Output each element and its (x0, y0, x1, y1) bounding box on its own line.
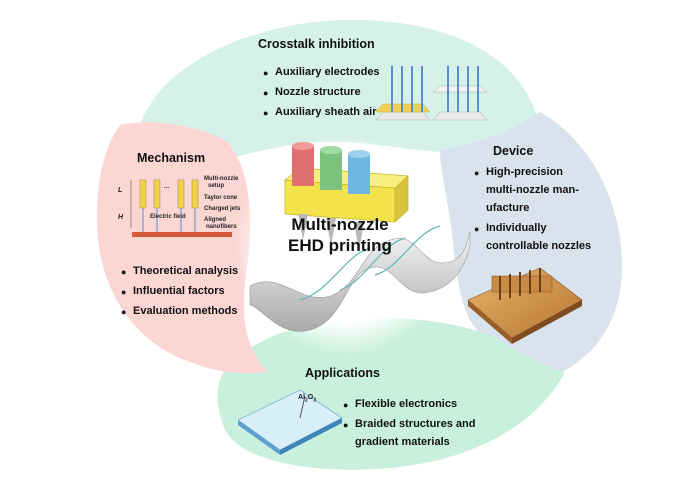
center-title: Multi-nozzle EHD printing (250, 214, 430, 256)
mechanism-illustration (130, 179, 232, 237)
label-setup-1: Multi-nozzle (204, 176, 239, 182)
device-item-2: Individually (474, 222, 546, 236)
crosstalk-item-1: Auxiliary electrodes (263, 66, 380, 80)
wavy-substrate (249, 231, 471, 332)
crosstalk-item-2: Nozzle structure (263, 86, 361, 100)
applications-item-2b: gradient materials (355, 436, 450, 448)
center-title-line2: EHD printing (288, 236, 392, 255)
mechanism-item-2: Influential factors (121, 285, 225, 299)
center-title-line1: Multi-nozzle (291, 215, 389, 234)
applications-item-1: Flexible electronics (343, 398, 457, 412)
printed-line-1 (299, 247, 371, 301)
device-item-1b: multi-nozzle man- (486, 184, 579, 196)
axis-label-H: H (118, 214, 124, 221)
mechanism-dots: ... (164, 184, 170, 190)
device-item-2b: controllable nozzles (486, 240, 592, 252)
printed-line-3 (374, 225, 441, 276)
mechanism-item-3: Evaluation methods (121, 305, 237, 319)
label-fibers-1: Aligned (204, 217, 226, 223)
label-setup-2: setup (208, 183, 225, 189)
label-charged-jets: Charged jets (204, 206, 241, 212)
device-item-1: High-precision (474, 166, 563, 180)
device-item-1c: ufacture (486, 202, 530, 214)
printed-line-2 (339, 237, 406, 291)
crosstalk-title: Crosstalk inhibition (258, 37, 375, 51)
label-fibers-2: nanofibers (206, 224, 237, 230)
crosstalk-item-3: Auxiliary sheath air (263, 106, 376, 120)
al2o3-label: Al2O3 (298, 394, 317, 404)
crosstalk-illustration (375, 66, 488, 121)
applications-title: Applications (305, 366, 381, 380)
label-electric-field: Electric field (150, 214, 186, 220)
device-title: Device (493, 144, 534, 158)
printhead (283, 142, 409, 252)
applications-item-2: Braided structures and (343, 418, 475, 432)
device-illustration (467, 267, 583, 344)
mechanism-title: Mechanism (137, 151, 206, 165)
mechanism-item-1: Theoretical analysis (121, 265, 238, 279)
label-taylor-cone: Taylor cone (204, 195, 238, 201)
axis-label-L: L (118, 187, 123, 194)
applications-illustration (237, 389, 343, 455)
